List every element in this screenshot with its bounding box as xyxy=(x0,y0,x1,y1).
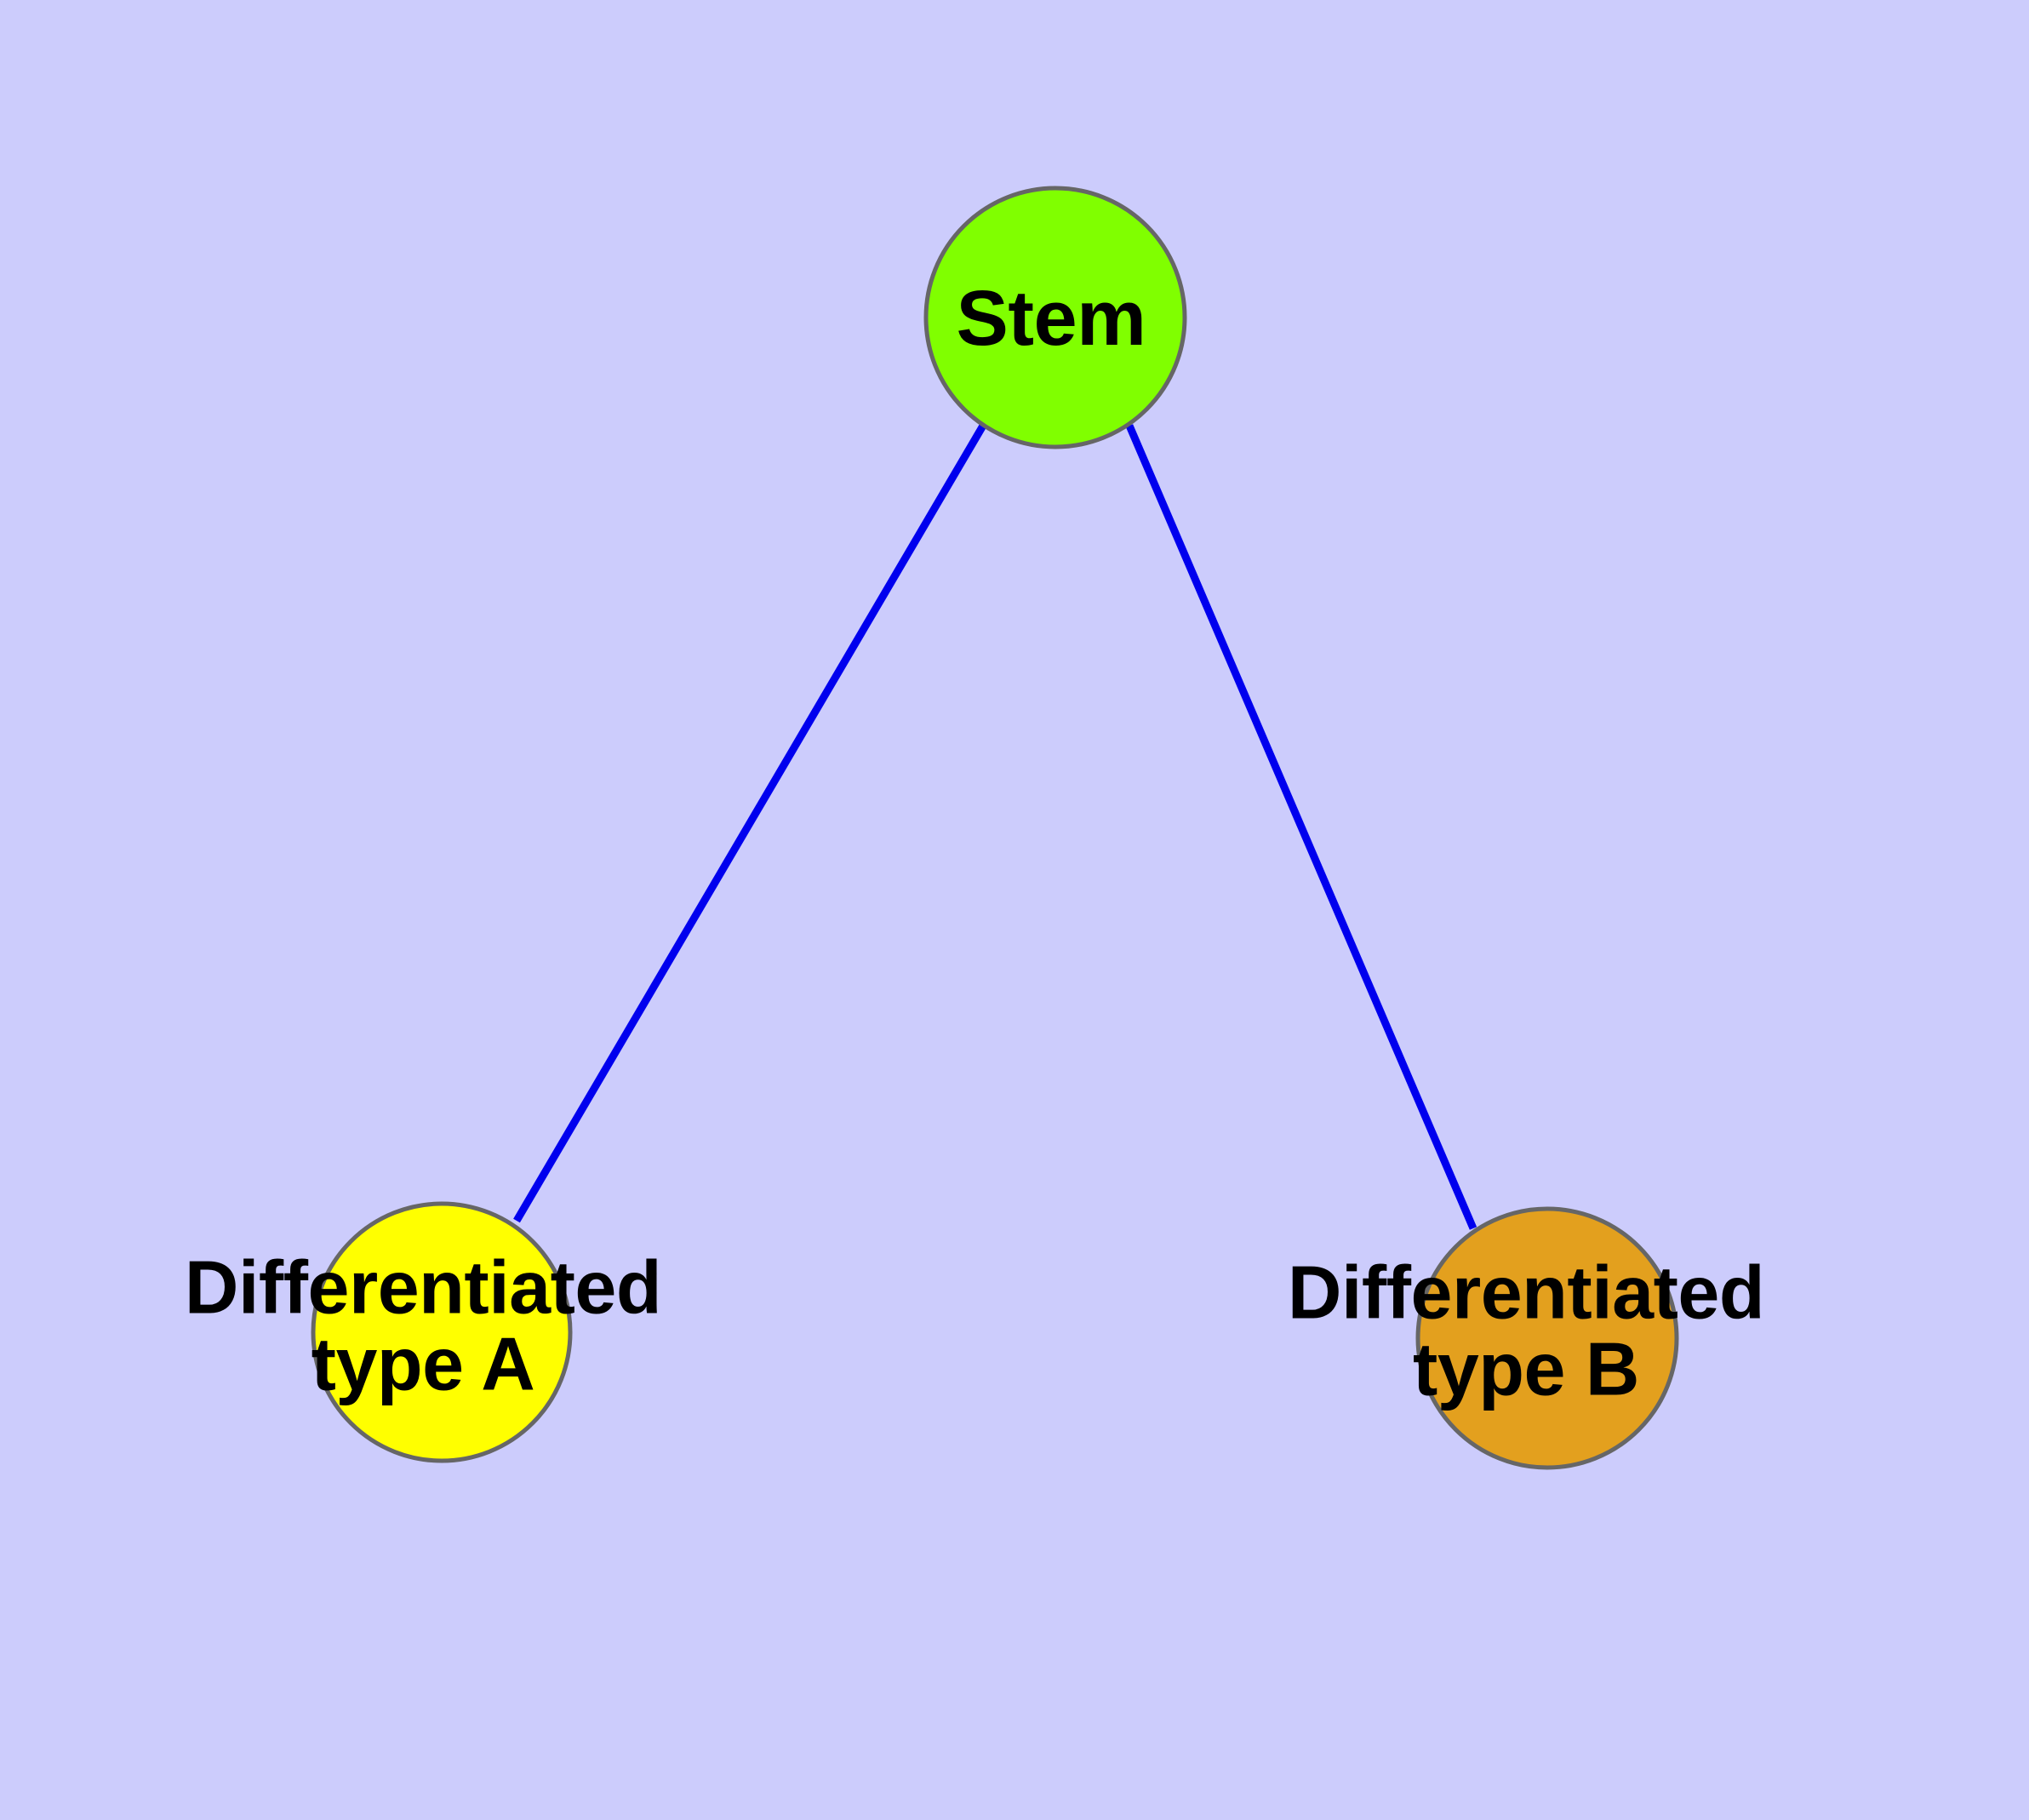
node-circle-diff-b[interactable] xyxy=(1415,1206,1679,1470)
edge-stem-to-diff-a xyxy=(513,423,986,1223)
node-layer xyxy=(311,186,1679,1470)
node-circle-diff-a[interactable] xyxy=(311,1201,573,1463)
edge-layer xyxy=(513,423,1477,1230)
node-circle-stem[interactable] xyxy=(923,186,1187,449)
edge-stem-to-diff-b xyxy=(1125,424,1477,1230)
